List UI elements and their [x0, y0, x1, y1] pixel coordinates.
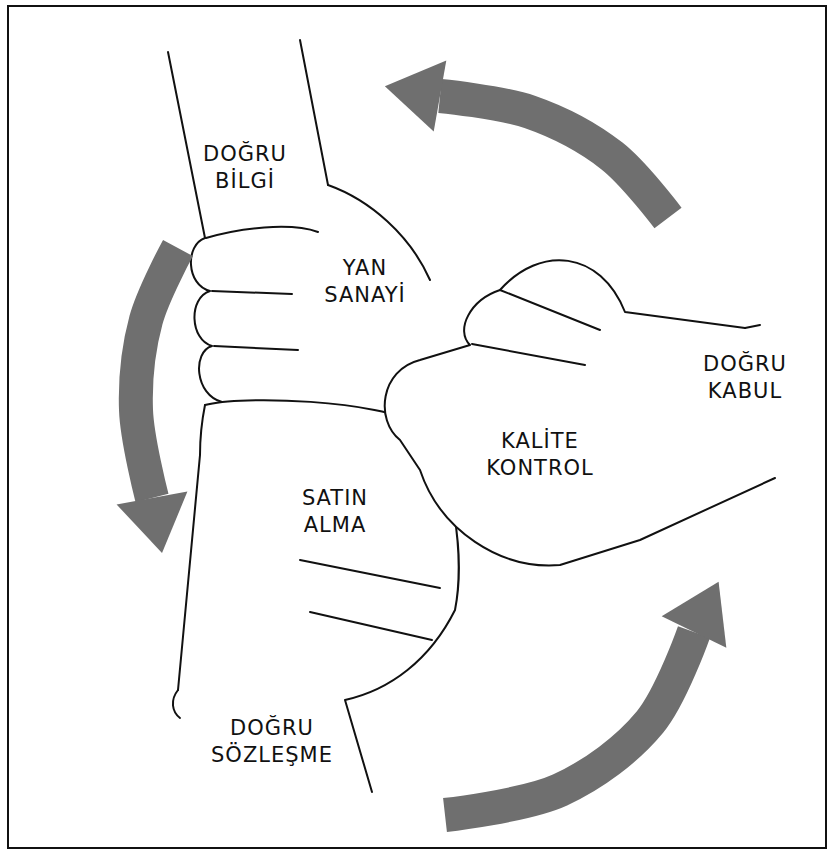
cycle-arrow: [117, 248, 188, 553]
hand-label: SATIN ALMA: [300, 485, 370, 540]
frame: [8, 6, 826, 848]
hand-node: SATIN ALMA DOĞRU SÖZLEŞME: [203, 479, 376, 776]
arrow-head: [662, 582, 727, 648]
cycle-arrow: [445, 582, 726, 815]
arrow-body: [440, 96, 668, 218]
hand-node: KALİTE KONTROL DOĞRU KABUL: [478, 345, 795, 489]
arm-label: DOĞRU KABUL: [701, 351, 789, 406]
open-hand: [385, 260, 775, 565]
arm-label: YAN SANAYİ: [322, 255, 408, 310]
hand-label: DOĞRU BİLGİ: [201, 141, 289, 196]
hand-label: KALİTE KONTROL: [484, 428, 596, 483]
fist-hand: [168, 40, 430, 410]
arrow-head: [385, 61, 446, 132]
arm-label: DOĞRU SÖZLEŞME: [209, 715, 335, 770]
hand-node: DOĞRU BİLGİ YAN SANAYİ: [195, 135, 414, 316]
arrow-body: [136, 248, 178, 498]
cycle-arrow: [385, 61, 668, 218]
arrow-head: [117, 492, 188, 554]
arrow-body: [445, 632, 694, 815]
